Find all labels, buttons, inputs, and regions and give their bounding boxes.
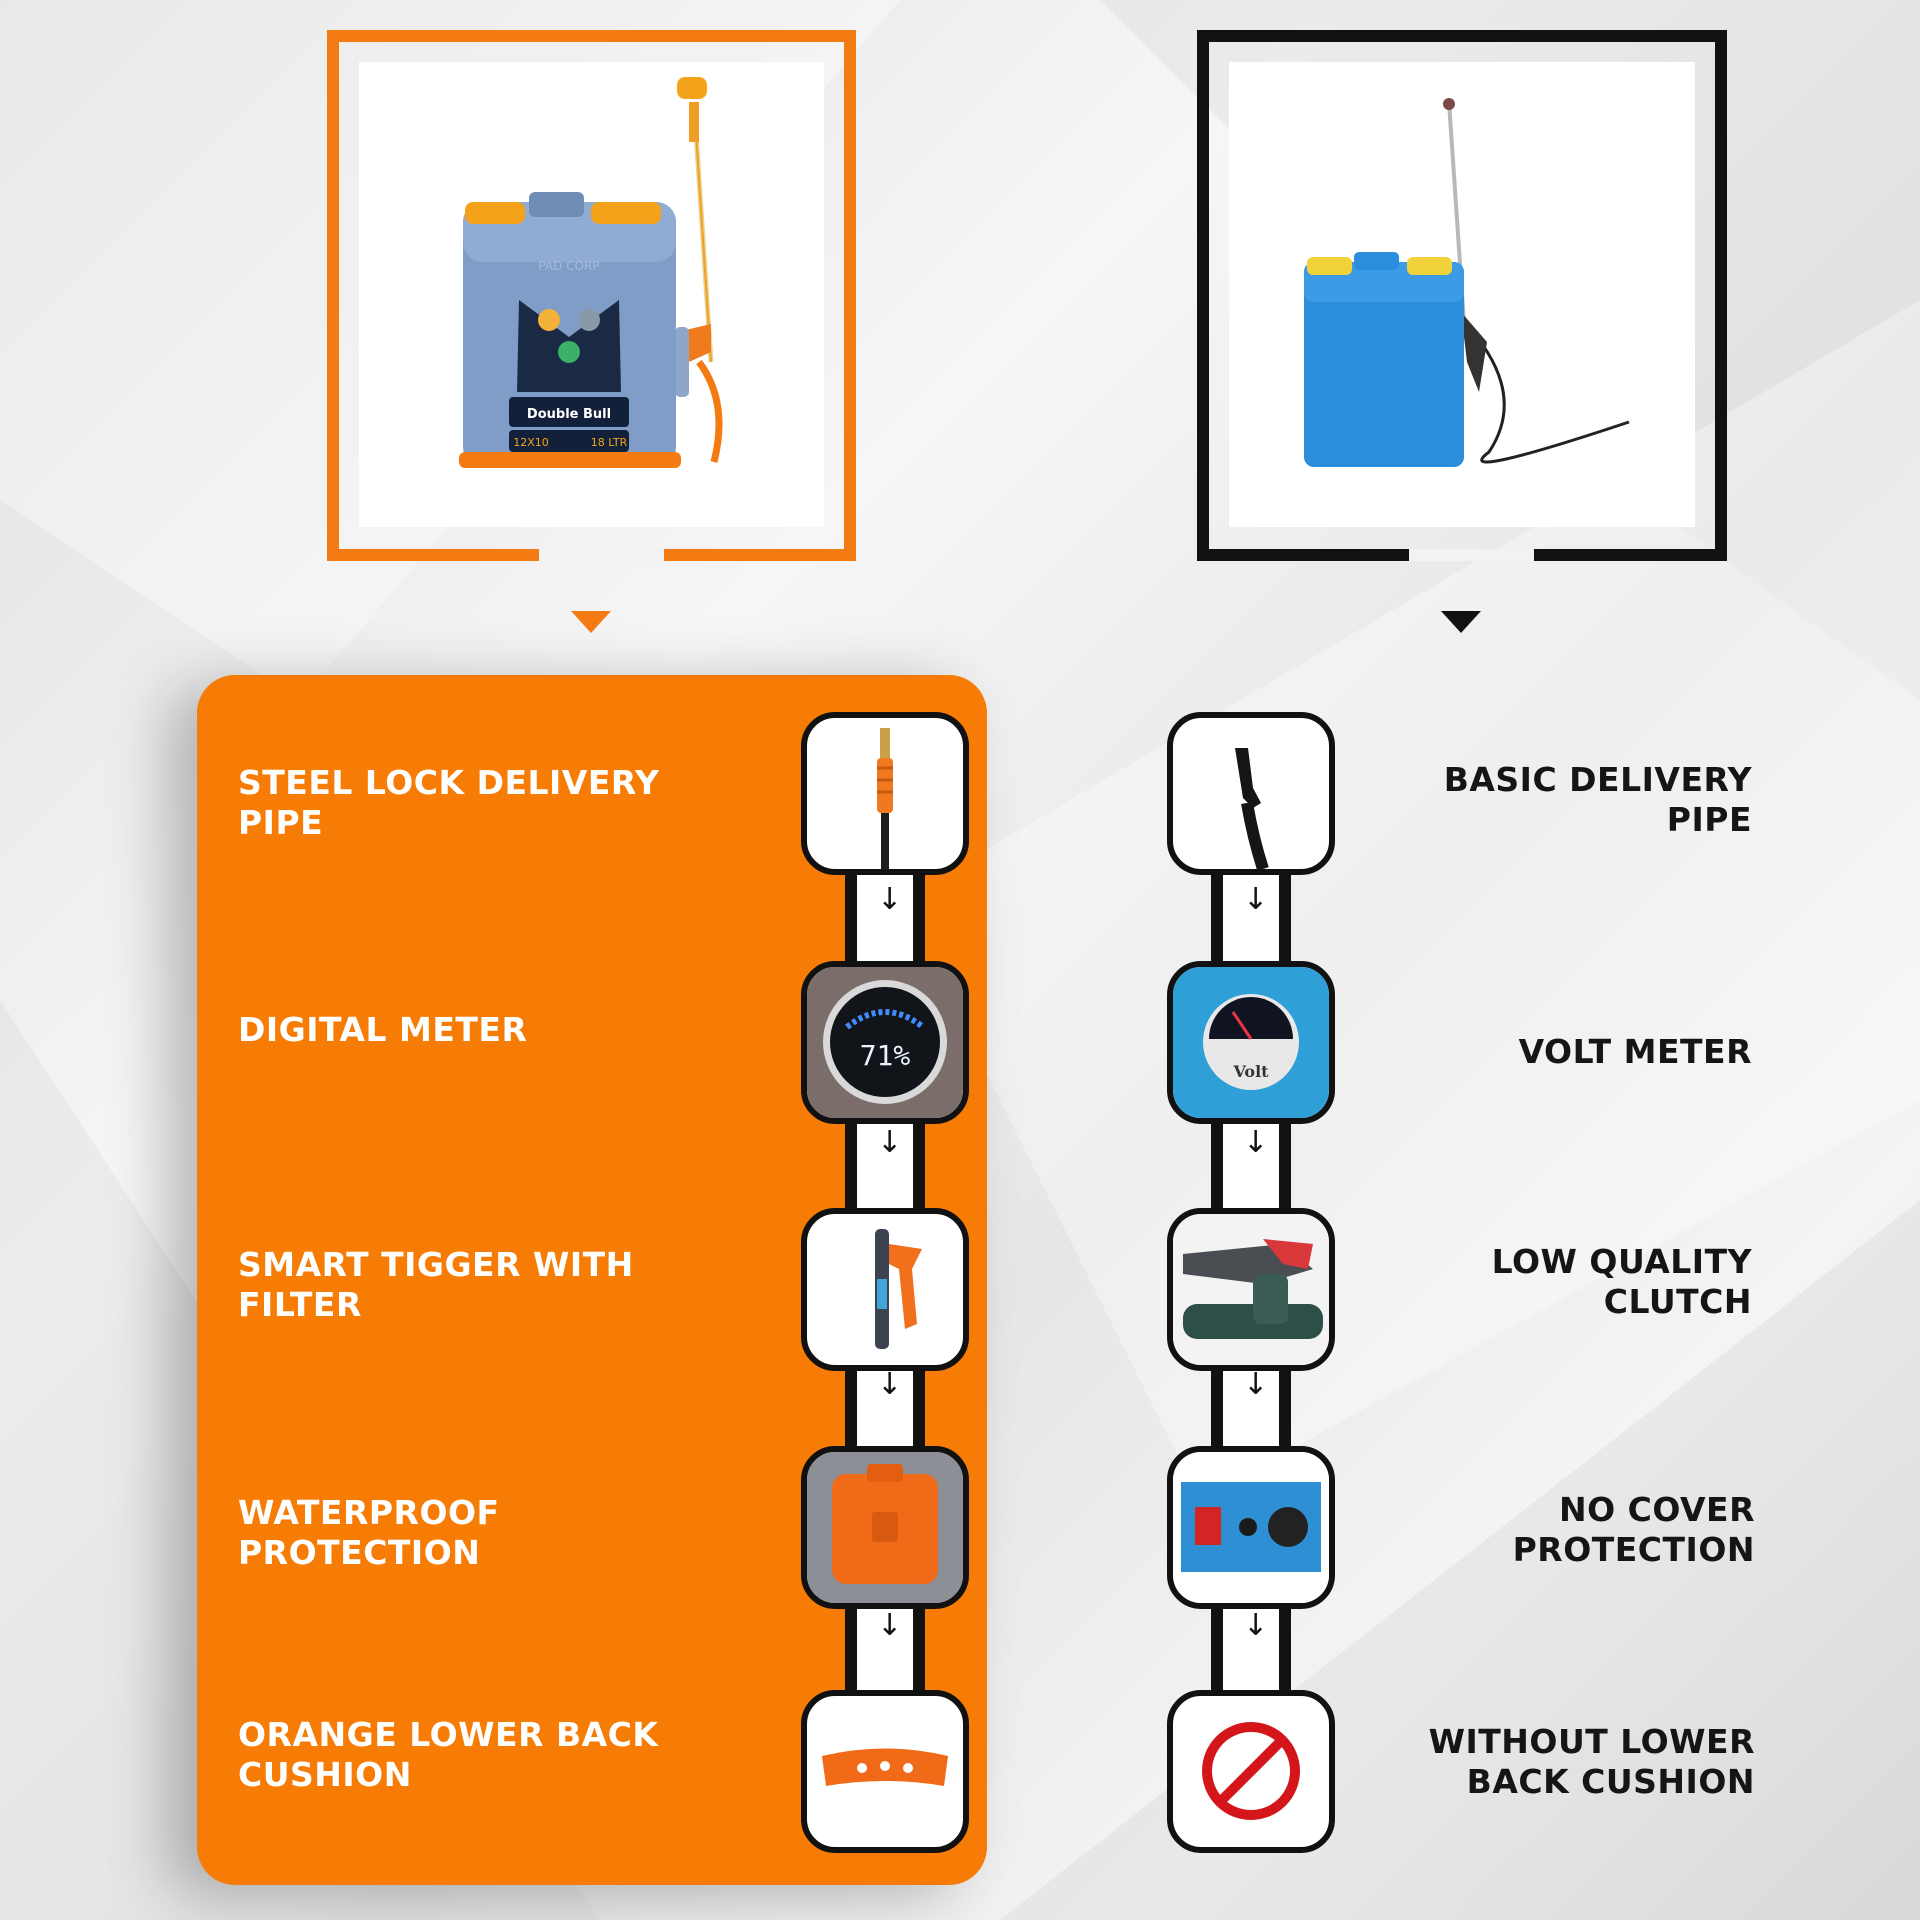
waterproof-cover-icon (801, 1446, 969, 1609)
svg-text:71%: 71% (860, 1039, 911, 1072)
digital-meter-icon: 71% (801, 961, 969, 1124)
smart-trigger-icon (801, 1208, 969, 1371)
svg-text:PAD CORP: PAD CORP (538, 259, 599, 273)
chain-connector (1211, 1596, 1291, 1696)
feature-label-volt-meter: VOLT METER (1518, 1032, 1752, 1071)
feature-label-no-cushion: WITHOUT LOWER BACK CUSHION (1428, 1722, 1755, 1801)
down-arrow-icon: ↓ (877, 1125, 903, 1160)
open-switch-icon (1167, 1446, 1335, 1609)
chain-connector (845, 1355, 925, 1455)
chain-connector (1211, 870, 1291, 970)
feature-label-digital-meter: DIGITAL METER (238, 1010, 528, 1049)
orange-blue-battery-sprayer-image: PAD CORP Double Bull 12X10 18 LTR (359, 62, 824, 527)
feature-label-smart-trigger: SMART TIGGER WITH FILTER (238, 1245, 634, 1324)
feature-label-back-cushion: ORANGE LOWER BACK CUSHION (238, 1715, 659, 1794)
down-arrow-icon: ↓ (1243, 1125, 1269, 1160)
back-cushion-icon (801, 1690, 969, 1853)
steel-lock-pipe-icon (801, 712, 969, 875)
chain-connector (845, 870, 925, 970)
feature-label-basic-pipe: BASIC DELIVERY PIPE (1443, 760, 1752, 839)
down-arrow-icon: ↓ (877, 1367, 903, 1402)
blue-basic-battery-sprayer-image (1229, 62, 1695, 527)
our-product-frame: PAD CORP Double Bull 12X10 18 LTR (327, 30, 856, 561)
chain-connector (845, 1113, 925, 1213)
down-arrow-icon: ↓ (1243, 1608, 1269, 1643)
svg-text:18 LTR: 18 LTR (591, 436, 628, 449)
down-arrow-icon: ↓ (1243, 1367, 1269, 1402)
basic-pipe-icon (1167, 712, 1335, 875)
chain-connector (845, 1596, 925, 1696)
feature-label-steel-lock-pipe: STEEL LOCK DELIVERY PIPE (238, 763, 660, 842)
prohibited-icon (1167, 1690, 1335, 1853)
feature-label-clutch: LOW QUALITY CLUTCH (1491, 1242, 1752, 1321)
clutch-icon (1167, 1208, 1335, 1371)
competitor-product-frame (1197, 30, 1727, 561)
feature-label-waterproof: WATERPROOF PROTECTION (238, 1493, 500, 1572)
volt-meter-icon: Volt (1167, 961, 1335, 1124)
chain-connector (1211, 1113, 1291, 1213)
svg-text:12X10: 12X10 (513, 436, 549, 449)
svg-text:Volt: Volt (1232, 1062, 1269, 1081)
frame-gap (539, 549, 664, 561)
frame-gap (1409, 549, 1534, 561)
chain-connector (1211, 1355, 1291, 1455)
competitor-product-pointer (1441, 611, 1481, 633)
svg-text:Double Bull: Double Bull (527, 407, 611, 422)
down-arrow-icon: ↓ (877, 882, 903, 917)
down-arrow-icon: ↓ (877, 1608, 903, 1643)
our-product-pointer (571, 611, 611, 633)
feature-label-no-cover: NO COVER PROTECTION (1512, 1490, 1755, 1569)
down-arrow-icon: ↓ (1243, 882, 1269, 917)
